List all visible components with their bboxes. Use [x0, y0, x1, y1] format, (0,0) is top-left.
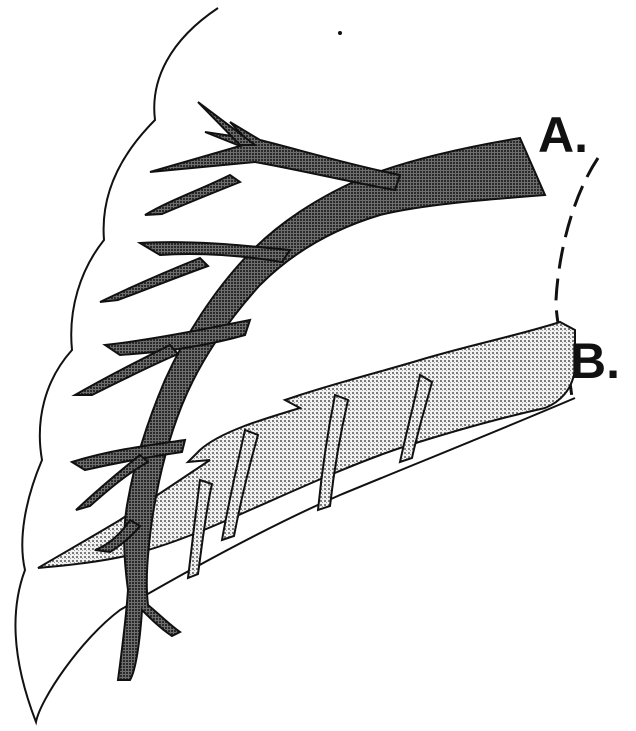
- vessel-a-branch: [105, 320, 250, 355]
- ink-dot: [338, 31, 342, 35]
- vessel-a-branch: [150, 122, 400, 190]
- vessel-a-branch: [100, 258, 208, 302]
- vessel-b-trunk: [38, 322, 575, 568]
- vessel-a-branch: [145, 175, 240, 215]
- label-a: A.: [538, 107, 588, 163]
- label-b: B.: [570, 333, 620, 389]
